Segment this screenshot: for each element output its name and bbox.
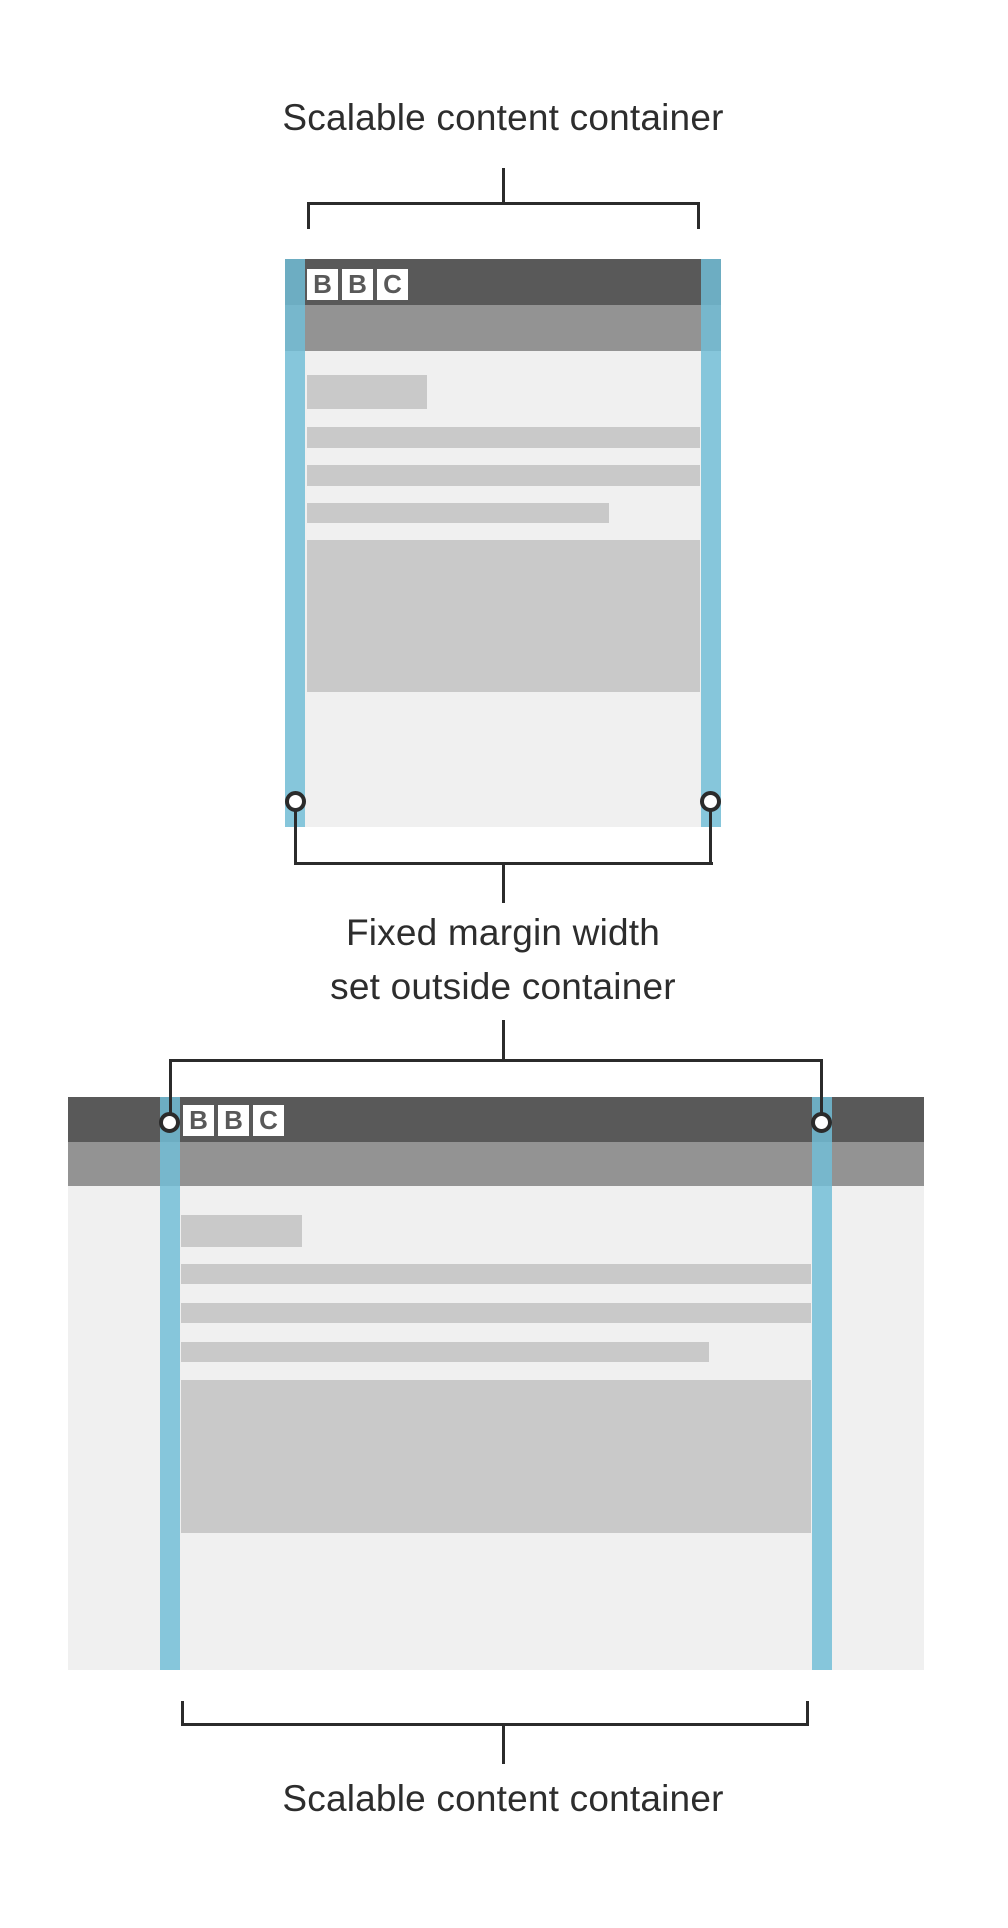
caption-fixed-margin-line-1: Fixed margin width bbox=[345, 912, 661, 953]
top-bracket-tick-right bbox=[697, 202, 700, 229]
fixed-margin-bar-left bbox=[285, 259, 305, 827]
margin-anchor-circle-left bbox=[159, 1112, 180, 1133]
browser-mockup-small: B B C bbox=[285, 259, 721, 827]
margin-anchor-circle-right bbox=[811, 1112, 832, 1133]
bbc-logo-letter: B bbox=[348, 269, 367, 299]
placeholder-text-line-2 bbox=[181, 1303, 811, 1323]
bbc-logo-letter: B bbox=[189, 1105, 208, 1135]
margin-anchor-circle-left bbox=[285, 791, 306, 812]
placeholder-text-line-2 bbox=[307, 465, 700, 486]
bottom-bracket-line bbox=[181, 1723, 809, 1726]
top-bracket-tick-left bbox=[307, 202, 310, 229]
caption-fixed-margin-line-2: set outside container bbox=[330, 966, 676, 1007]
caption-scalable-bottom: Scalable content container bbox=[282, 1778, 724, 1819]
placeholder-headline bbox=[307, 375, 427, 409]
lower-bracket-stem bbox=[502, 1020, 505, 1062]
lower-bracket-drop-left bbox=[169, 1059, 172, 1113]
fixed-margin-bar-right bbox=[701, 259, 721, 827]
bbc-logo-letter-box: C bbox=[377, 269, 408, 300]
lower-bracket-drop-right bbox=[820, 1059, 823, 1113]
placeholder-headline bbox=[181, 1215, 302, 1247]
bbc-logo-letter: B bbox=[224, 1105, 243, 1135]
margin-bracket-stem bbox=[502, 862, 505, 903]
bbc-logo-letter-box: B bbox=[183, 1105, 214, 1136]
bbc-logo-letter-box: B bbox=[218, 1105, 249, 1136]
bbc-logo-letter-box: B bbox=[342, 269, 373, 300]
margin-bracket-drop-left bbox=[294, 810, 297, 863]
bbc-logo-letter-box: B bbox=[307, 269, 338, 300]
top-bracket-stem bbox=[502, 168, 505, 205]
caption-scalable-top: Scalable content container bbox=[282, 97, 724, 138]
placeholder-text-line-3 bbox=[181, 1342, 709, 1362]
caption-fixed-margin: Fixed margin width set outside container bbox=[3, 906, 1003, 1014]
bottom-bracket-tick-right bbox=[806, 1701, 809, 1726]
margin-bracket-drop-right bbox=[709, 810, 712, 863]
mockup-subheader-bar bbox=[68, 1142, 924, 1186]
placeholder-text-line-3 bbox=[307, 503, 609, 523]
placeholder-text-line-1 bbox=[181, 1264, 811, 1284]
fixed-margin-bar-right bbox=[812, 1097, 832, 1670]
bbc-logo-letter: C bbox=[259, 1105, 278, 1135]
bottom-bracket-tick-left bbox=[181, 1701, 184, 1726]
browser-mockup-wide: B B C bbox=[68, 1097, 924, 1670]
lower-bracket-line bbox=[169, 1059, 823, 1062]
bbc-logo: B B C bbox=[183, 1105, 284, 1136]
bbc-logo-letter: B bbox=[313, 269, 332, 299]
bbc-logo-letter-box: C bbox=[253, 1105, 284, 1136]
bbc-logo: B B C bbox=[307, 269, 408, 300]
bbc-logo-letter: C bbox=[383, 269, 402, 299]
mockup-subheader-bar bbox=[285, 305, 721, 351]
top-bracket-line bbox=[307, 202, 700, 205]
bottom-bracket-stem bbox=[502, 1723, 505, 1764]
placeholder-text-line-1 bbox=[307, 427, 700, 448]
fixed-margin-bar-left bbox=[160, 1097, 180, 1670]
placeholder-content-block bbox=[181, 1380, 811, 1533]
margin-anchor-circle-right bbox=[700, 791, 721, 812]
placeholder-content-block bbox=[307, 540, 700, 692]
